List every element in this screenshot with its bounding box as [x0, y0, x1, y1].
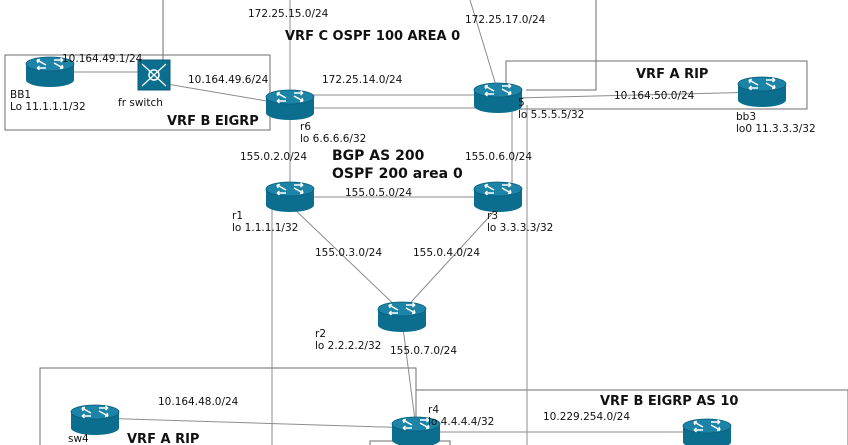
area-vrf-a-rip-top: VRF A RIP: [636, 67, 708, 82]
link-r1-r2: [289, 204, 403, 313]
router-r3-icon[interactable]: [473, 181, 523, 213]
link-r5-top: [469, 0, 499, 93]
fr-switch-icon[interactable]: [137, 59, 171, 91]
router-r5-icon[interactable]: [473, 82, 523, 114]
subnet-172-25-17: 172.25.17.0/24: [465, 14, 546, 26]
link-r3-r2: [401, 204, 501, 313]
vrf-a-rip-bottom-box: [39, 367, 417, 445]
area-vrf-c-ospf: VRF C OSPF 100 AREA 0: [285, 29, 460, 44]
area-bgp-as: BGP AS 200: [332, 148, 425, 164]
device-r4-name: r4: [428, 404, 439, 416]
subnet-155-0-7: 155.0.7.0/24: [390, 345, 457, 357]
device-r3-loopback: lo 3.3.3.3/32: [487, 222, 553, 234]
device-r2-loopback: lo 2.2.2.2/32: [315, 340, 381, 352]
subnet-172-25-14: 172.25.14.0/24: [322, 74, 403, 86]
subnet-10-229-254: 10.229.254.0/24: [543, 411, 630, 423]
area-ospf: OSPF 200 area 0: [332, 166, 463, 182]
device-fr-switch-name: fr switch: [118, 97, 163, 109]
link-sw4-r4: [94, 417, 417, 429]
device-bb3-loopback: lo0 11.3.3.3/32: [736, 123, 816, 135]
subnet-10-164-48: 10.164.48.0/24: [158, 396, 239, 408]
subnet-172-25-15: 172.25.15.0/24: [248, 8, 329, 20]
subnet-155-0-3: 155.0.3.0/24: [315, 247, 382, 259]
router-right-icon[interactable]: [682, 418, 732, 445]
router-bb3-icon[interactable]: [737, 76, 787, 108]
device-r1-name: r1: [232, 210, 243, 222]
router-r2-icon[interactable]: [377, 301, 427, 333]
subnet-155-0-4: 155.0.4.0/24: [413, 247, 480, 259]
device-r5-name: 5: [518, 97, 525, 109]
device-r6-name: r6: [300, 121, 311, 133]
vrf-c-ospf-box-edge-right: [526, 0, 597, 91]
router-sw4-icon[interactable]: [70, 404, 120, 436]
subnet-10-164-50: 10.164.50.0/24: [614, 90, 695, 102]
device-r6-loopback: lo 6.6.6.6/32: [300, 133, 366, 145]
router-r1-icon[interactable]: [265, 181, 315, 213]
link-r5-bb3: [514, 91, 763, 99]
vrf-b-eigrp-box: [4, 54, 271, 131]
subnet-155-0-5: 155.0.5.0/24: [345, 187, 412, 199]
router-r6-icon[interactable]: [265, 89, 315, 121]
device-bb3-name: bb3: [736, 111, 756, 123]
subnet-155-0-6: 155.0.6.0/24: [465, 151, 532, 163]
device-sw4-name: sw4: [68, 433, 89, 445]
device-bb1-loopback: Lo 11.1.1.1/32: [10, 101, 86, 113]
subnet-10-164-49-1: 10.164.49.1/24: [62, 53, 143, 65]
device-bb1-name: BB1: [10, 89, 31, 101]
area-vrf-b-eigrp-as10: VRF B EIGRP AS 10: [600, 394, 738, 409]
subnet-155-0-2: 155.0.2.0/24: [240, 151, 307, 163]
area-vrf-b-eigrp-top: VRF B EIGRP: [167, 114, 259, 129]
device-r1-loopback: lo 1.1.1.1/32: [232, 222, 298, 234]
area-vrf-a-rip-bottom: VRF A RIP: [127, 432, 199, 445]
device-r5-loopback: lo 5.5.5.5/32: [518, 109, 584, 121]
link-r2-r4: [401, 319, 417, 429]
subnet-10-164-49-6: 10.164.49.6/24: [188, 74, 269, 86]
device-r3-name: r3: [487, 210, 498, 222]
device-r4-loopback: lo 4.4.4.4/32: [428, 416, 494, 428]
device-r2-name: r2: [315, 328, 326, 340]
